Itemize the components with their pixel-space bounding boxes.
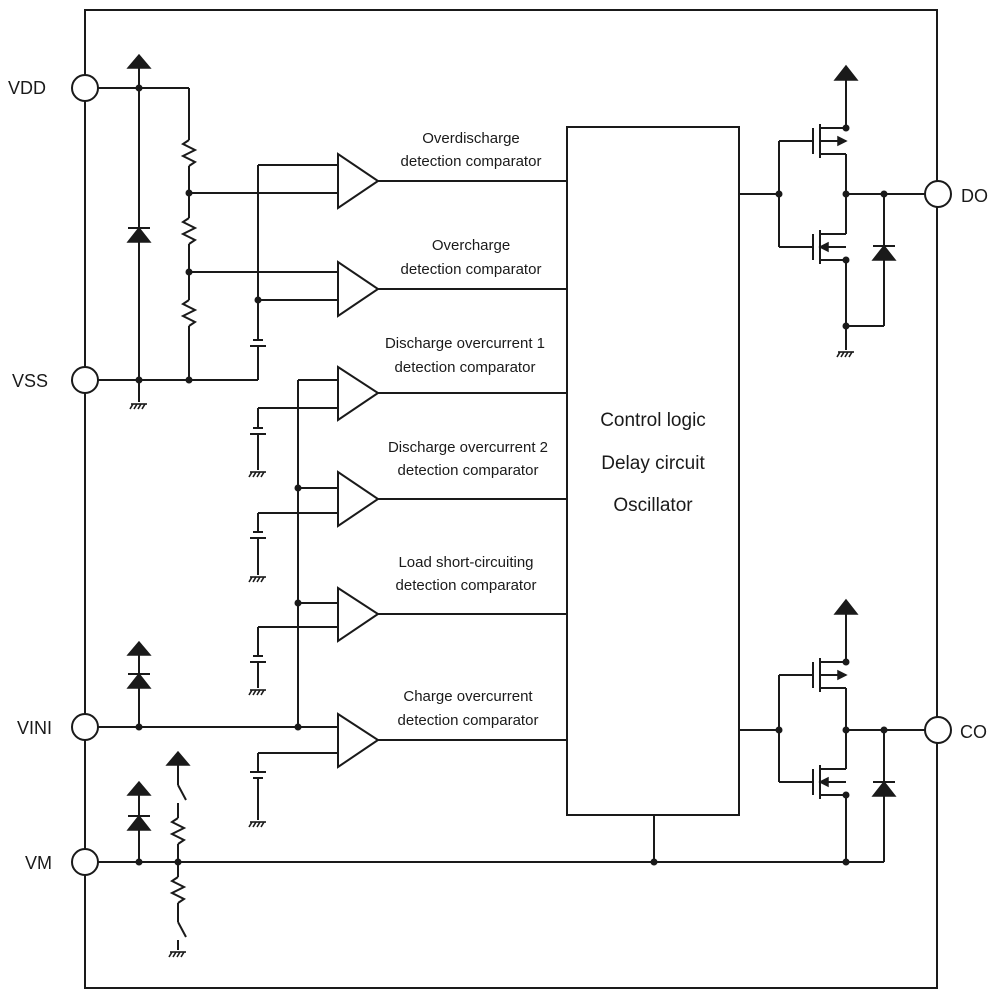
pin-vini — [71, 713, 99, 741]
pin-label-vss: VSS — [12, 371, 48, 391]
comparator-label: detection comparator — [401, 261, 542, 278]
comparator-label: Charge overcurrent — [403, 688, 533, 705]
comparator-label: Overdischarge — [422, 130, 520, 147]
comparator-label: detection comparator — [395, 359, 536, 376]
comparator-overcharge — [337, 260, 567, 318]
vini-network — [98, 379, 338, 828]
comparator-label: detection comparator — [396, 577, 537, 594]
comparator-label: Load short-circuiting — [398, 554, 533, 571]
pin-vm — [71, 848, 99, 876]
pin-vss — [71, 366, 99, 394]
pin-label-co: CO — [960, 722, 987, 742]
comparator-overdischarge — [337, 152, 567, 210]
ic-boundary — [84, 9, 938, 989]
vm-network — [98, 750, 884, 958]
comparator-charge-overcurrent — [337, 712, 567, 769]
comparator-load-short — [337, 586, 567, 643]
pin-label-vdd: VDD — [8, 78, 46, 98]
comparator-label: Discharge overcurrent 1 — [385, 335, 545, 352]
comparator-discharge-overcurrent-2 — [337, 470, 567, 528]
co-output-stage — [739, 598, 925, 862]
pin-vdd — [71, 74, 99, 102]
comparator-label: Overcharge — [432, 237, 510, 254]
control-block — [566, 126, 740, 816]
comparator-discharge-overcurrent-1 — [337, 365, 567, 422]
pin-do — [924, 180, 952, 208]
comparator-label: Discharge overcurrent 2 — [388, 439, 548, 456]
pin-label-vini: VINI — [17, 718, 52, 738]
control-label: Delay circuit — [601, 453, 705, 474]
comparator-label: detection comparator — [398, 462, 539, 479]
control-label: Control logic — [600, 410, 706, 431]
comparator-label: detection comparator — [398, 712, 539, 729]
do-output-stage — [739, 64, 925, 358]
pin-label-do: DO — [961, 186, 988, 206]
control-label: Oscillator — [613, 495, 693, 516]
vdd-network — [98, 53, 338, 410]
pin-label-vm: VM — [25, 853, 52, 873]
pin-co — [924, 716, 952, 744]
comparator-label: detection comparator — [401, 153, 542, 170]
